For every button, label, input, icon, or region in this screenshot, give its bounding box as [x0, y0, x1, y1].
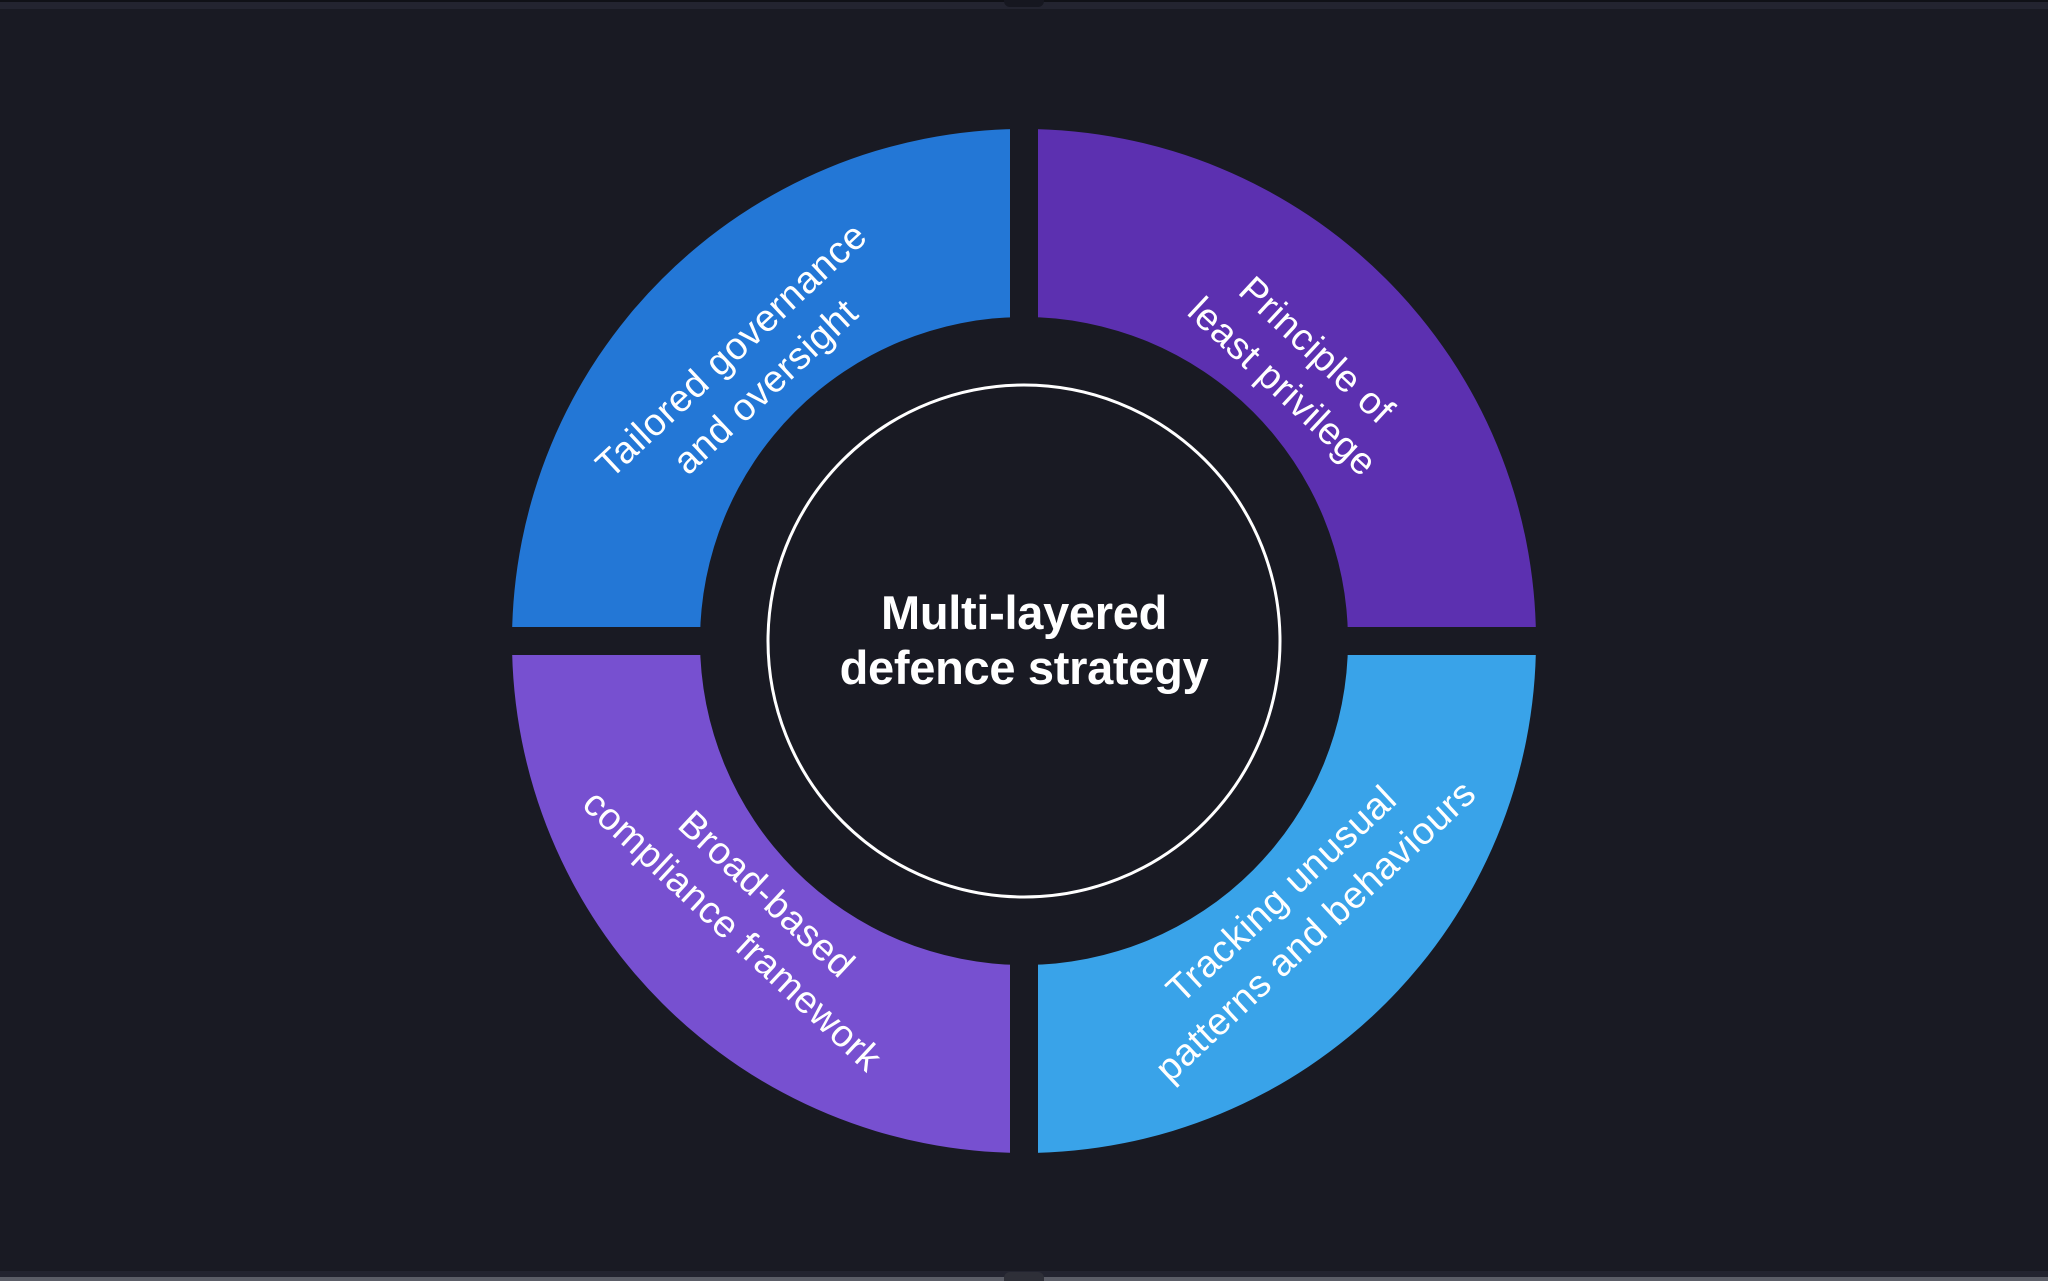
- diagram-title-line: Multi-layered: [881, 586, 1167, 640]
- center-circle-outline: [766, 383, 1282, 899]
- diagram-title: Multi-layered defence strategy: [840, 586, 1209, 696]
- ring-segment-top-left: [512, 129, 1024, 641]
- top-edge-notch: [1004, 0, 1044, 7]
- ring-segment-top-right: [1024, 129, 1536, 641]
- bottom-edge-notch: [1004, 1272, 1044, 1281]
- ring-gap-horizontal: [498, 627, 1550, 655]
- ring-segment-bottom-right: [1024, 641, 1536, 1153]
- ring-segment-bottom-left: [512, 641, 1024, 1153]
- diagram-title-line: defence strategy: [839, 641, 1209, 694]
